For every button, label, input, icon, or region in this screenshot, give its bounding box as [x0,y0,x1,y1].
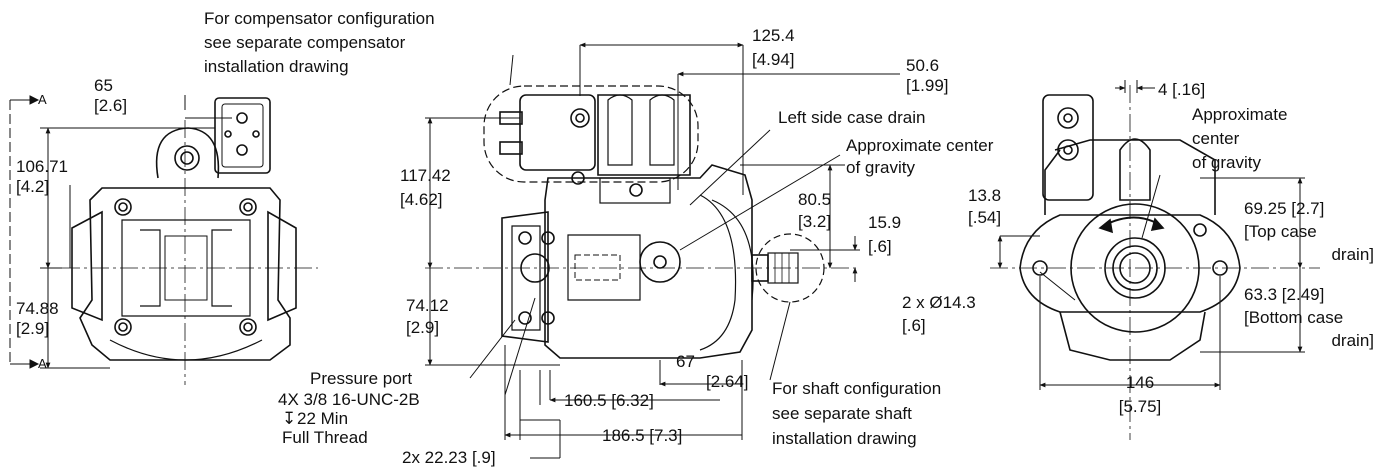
dim-22: 2x 22.23 [.9] [402,448,496,467]
dim-125-in: [4.94] [752,50,795,69]
dim-74: 74.12 [406,296,449,315]
dim-15: 15.9 [868,213,902,232]
shaft-note-line-2: see separate shaft [772,404,912,423]
cog-label-line-2: of gravity [846,158,915,177]
compensator-note-line-2: see separate compensator [204,33,406,52]
bottom-drain-line-3: drain] [1331,331,1374,350]
top-drain-line-2: [Top case [1244,222,1317,241]
dim-80-in: [3.2] [798,212,832,231]
dim-160: 160.5 [6.32] [564,391,654,410]
top-drain-line-3: drain] [1331,245,1374,264]
section-mark-top: A [38,92,47,107]
dim-width-65-in: [2.6] [94,96,128,115]
shaft-note-line-1: For shaft configuration [772,379,942,398]
bolt-heads [114,198,257,336]
dim-74-in: [2.9] [406,318,440,337]
compensator-note-line-1: For compensator configuration [204,9,435,28]
section-mark-bottom: A [38,356,47,371]
dim-lower-74: 74.88 [16,299,59,318]
bottom-drain-line-1: 63.3 [2.49] [1244,285,1325,304]
center-front-view [425,42,900,459]
right-cog-line-3: of gravity [1192,153,1261,172]
dim-117-in: [4.62] [400,190,443,209]
pressure-port-label: Pressure port [310,369,413,388]
dim-width-65: 65 [94,76,113,95]
thread-note-line-3: Full Thread [282,428,368,447]
left-side-view [9,95,318,385]
dim-50-in: [1.99] [906,76,949,95]
top-drain-line-1: 69.25 [2.7] [1244,199,1325,218]
dim-15-in: [.6] [868,237,892,256]
cog-label-line-1: Approximate center [846,136,994,155]
thread-note-line-1: 4X 3/8 16-UNC-2B [278,390,420,409]
dim-50: 50.6 [906,56,940,75]
compensator-outline [483,85,699,183]
thread-note-line-2: 22 Min [297,409,349,428]
dim-67-in: [2.64] [706,372,749,391]
dim-holes: 2 x Ø14.3 [902,293,976,312]
shaft-note-line-3: installation drawing [772,429,917,448]
right-cog-line-2: center [1192,129,1240,148]
right-cog-line-1: Approximate [1192,105,1288,124]
dim-lower-74-in: [2.9] [16,319,50,338]
dim-117: 117.42 [400,166,451,185]
right-end-view [990,80,1320,440]
dim-13: 13.8 [968,186,1002,205]
dim-125: 125.4 [752,26,795,45]
dim-holes-in: [.6] [902,316,926,335]
dim-80: 80.5 [798,190,832,209]
dim-upper-106: 106.71 [16,157,68,176]
depth-symbol: ↧ [282,409,297,428]
section-line-a [9,95,40,369]
left-case-drain-label: Left side case drain [778,108,926,127]
dim-146-in: [5.75] [1118,397,1162,416]
dim-13-in: [.54] [968,208,1002,227]
dim-67: 67 [676,352,695,371]
compensator-note-line-3: installation drawing [204,57,349,76]
dim-186: 186.5 [7.3] [602,426,683,445]
bottom-drain-line-2: [Bottom case [1244,308,1344,327]
mounting-flange [1019,214,1241,313]
dim-upper-106-in: [4.2] [16,177,50,196]
dim-4: 4 [.16] [1158,80,1206,99]
dim-146: 146 [1125,373,1155,392]
